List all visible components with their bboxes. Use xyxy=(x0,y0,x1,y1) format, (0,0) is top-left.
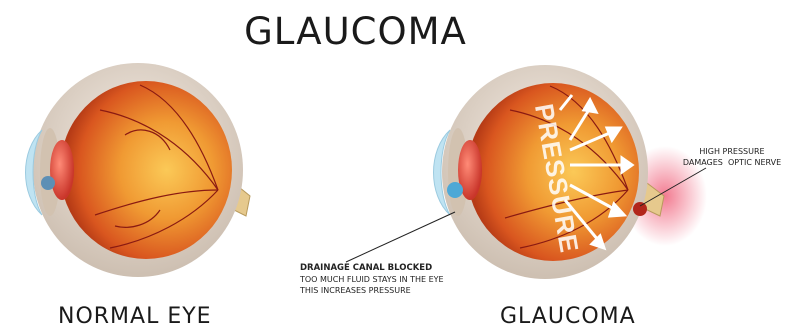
optic-disc-damage xyxy=(633,202,647,216)
drainage-line1: TOO MUCH FLUID STAYS IN THE EYE xyxy=(300,274,444,285)
normal-eye xyxy=(26,63,251,277)
drainage-callout: DRAINAGE CANAL BLOCKED TOO MUCH FLUID ST… xyxy=(300,263,444,296)
retina xyxy=(60,81,232,259)
normal-eye-caption: NORMAL EYE xyxy=(58,304,212,329)
optic-nerve-callout: HIGH PRESSURE DAMAGES OPTIC NERVE xyxy=(672,146,791,168)
optic-line1: HIGH PRESSURE xyxy=(672,146,791,157)
lens xyxy=(50,140,74,200)
drainage-callout-line xyxy=(346,212,455,262)
glaucoma-caption: GLAUCOMA xyxy=(500,304,636,329)
optic-line2: DAMAGES OPTIC NERVE xyxy=(672,157,791,168)
drainage-title: DRAINAGE CANAL BLOCKED xyxy=(300,263,444,274)
drainage-line2: THIS INCREASES PRESSURE xyxy=(300,285,444,296)
blocked-drainage-fluid xyxy=(447,182,463,198)
glaucoma-eye: PRESSURE xyxy=(434,65,708,279)
pupil-fluid xyxy=(41,176,55,190)
